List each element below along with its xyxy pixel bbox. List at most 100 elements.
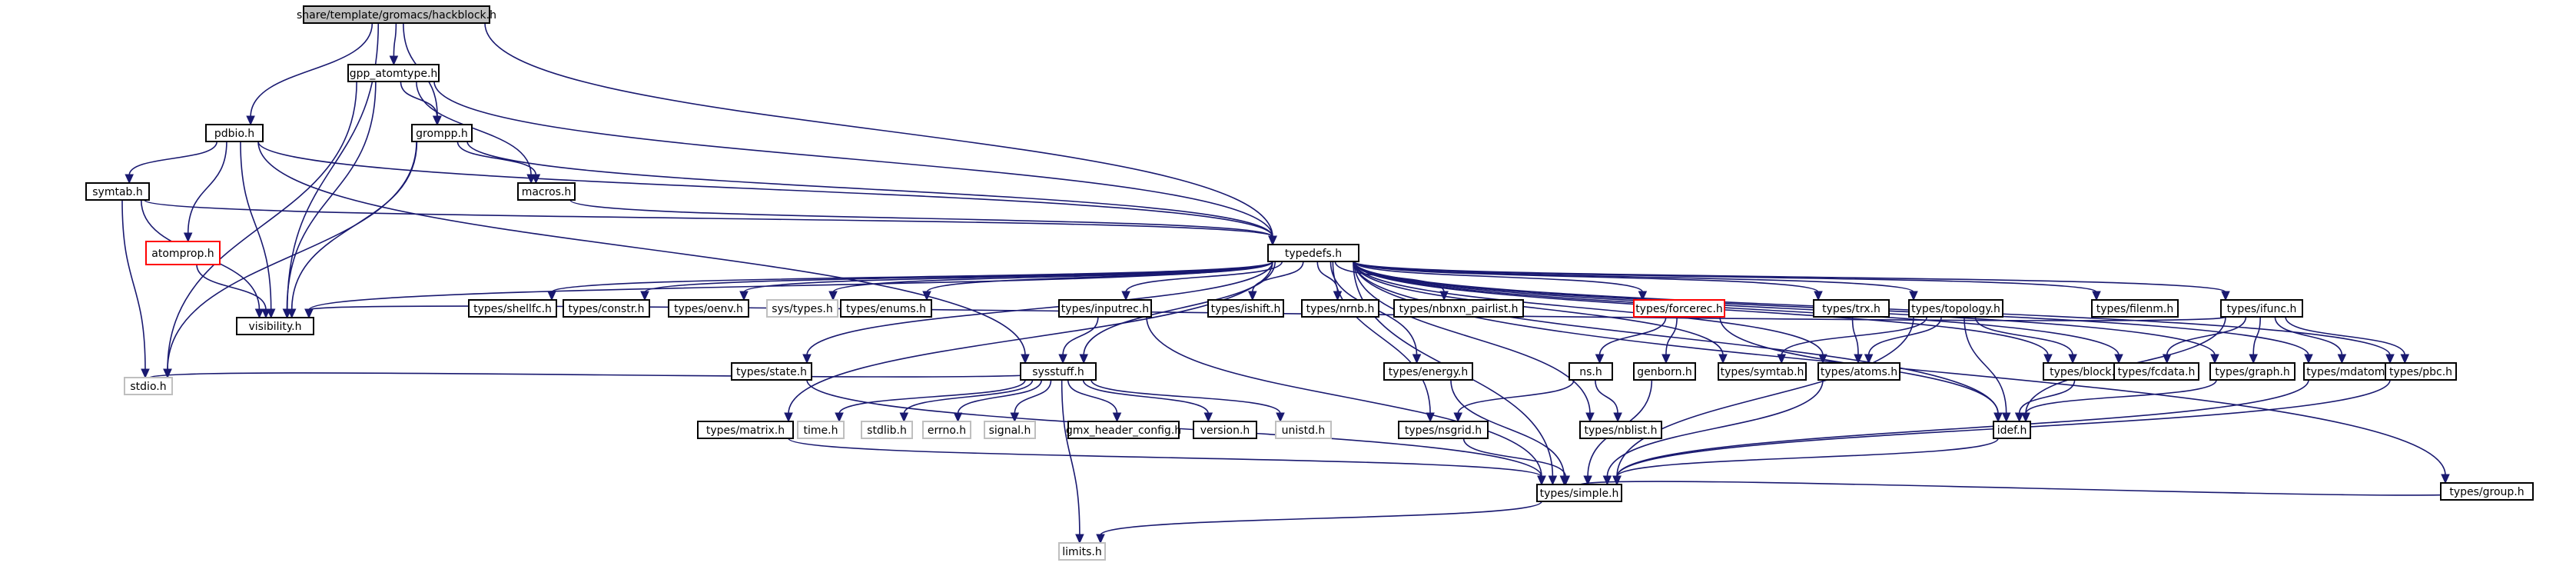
arrowhead (163, 368, 172, 379)
node-label: idef.h (1997, 424, 2027, 437)
node-box (1301, 299, 1379, 318)
edge-line (644, 261, 1273, 293)
edge-ns-to-nblist (1595, 379, 1622, 423)
node-group[interactable]: types/group.h (2440, 482, 2534, 501)
arrowhead (432, 115, 442, 126)
node-label: types/topology.h (1911, 303, 2000, 315)
node-topology[interactable]: types/topology.h (1908, 299, 2003, 318)
node-gmxcfg[interactable]: gmx_header_config.h (1066, 421, 1181, 439)
edge-ifunc-to-pbc (2285, 316, 2410, 365)
edge-sysstuff-to-unistd (1090, 379, 1285, 423)
node-matrix[interactable]: types/matrix.h (697, 421, 794, 439)
node-symtabt[interactable]: types/symtab.h (1718, 362, 1807, 381)
edge-idef-to-simple (1612, 438, 1999, 486)
node-box (347, 64, 440, 82)
node-label: types/nbnxn_pairlist.h (1399, 303, 1518, 315)
edge-line (1781, 316, 1927, 356)
edge-simple-to-limits (1096, 501, 1542, 544)
node-block[interactable]: types/block.h (2043, 362, 2129, 381)
node-label: gpp_atomtype.h (350, 68, 438, 80)
node-label: types/nrnb.h (1306, 303, 1375, 315)
node-oenv[interactable]: types/oenv.h (668, 299, 749, 318)
node-trx[interactable]: types/trx.h (1813, 299, 1890, 318)
node-signal: signal.h (984, 421, 1036, 439)
node-nrnb[interactable]: types/nrnb.h (1301, 299, 1379, 318)
node-label: time.h (804, 424, 838, 437)
arrowhead (1814, 291, 1823, 301)
node-symtab[interactable]: symtab.h (85, 182, 150, 201)
node-nsgrid[interactable]: types/nsgrid.h (1398, 421, 1489, 439)
node-typedefs[interactable]: typedefs.h (1267, 244, 1359, 262)
node-visibility[interactable]: visibility.h (236, 317, 314, 335)
edge-line (569, 199, 1273, 238)
edge-line (144, 199, 1273, 238)
node-nbnxn[interactable]: types/nbnxn_pairlist.h (1393, 299, 1524, 318)
edge-topology-to-symtabt (1777, 316, 1927, 365)
arrowhead (1718, 354, 1728, 365)
node-box (668, 299, 749, 318)
edge-line (743, 261, 1273, 293)
edge-line (832, 261, 1273, 293)
arrowhead (1268, 235, 1277, 246)
node-graph[interactable]: types/graph.h (2209, 362, 2295, 381)
edge-line (1353, 261, 2226, 293)
edge-sysstuff-to-stdio (144, 371, 1059, 388)
arrowhead (1613, 412, 1622, 423)
node-root[interactable]: share/template/gromacs/hackblock.h (297, 5, 496, 24)
node-grompp[interactable]: grompp.h (411, 124, 473, 142)
arrowhead (287, 308, 297, 319)
node-genborn[interactable]: genborn.h (1633, 362, 1696, 381)
edge-topology-to-idef (1964, 316, 2011, 423)
node-label: types/atoms.h (1821, 366, 1897, 378)
node-simple[interactable]: types/simple.h (1536, 484, 1622, 502)
edge-line (788, 438, 1542, 478)
edge-line (1616, 316, 1914, 478)
node-gpp[interactable]: gpp_atomtype.h (347, 64, 440, 82)
node-ns[interactable]: ns.h (1569, 362, 1613, 381)
node-enums[interactable]: types/enums.h (840, 299, 932, 318)
node-constr[interactable]: types/constr.h (563, 299, 650, 318)
node-atomprop[interactable]: atomprop.h (145, 241, 221, 265)
node-state[interactable]: types/state.h (731, 362, 812, 381)
node-atoms[interactable]: types/atoms.h (1817, 362, 1900, 381)
node-fcdata[interactable]: types/fcdata.h (2113, 362, 2199, 381)
node-pdbio[interactable]: pdbio.h (205, 124, 264, 142)
arrowhead (1602, 475, 1612, 486)
arrowhead (1248, 291, 1257, 301)
node-inputrec[interactable]: types/inputrec.h (1058, 299, 1152, 318)
node-sysstuff[interactable]: sysstuff.h (1020, 362, 1097, 381)
node-version[interactable]: version.h (1193, 421, 1257, 439)
node-mdatom[interactable]: types/mdatom.h (2303, 362, 2398, 381)
edge-line (257, 141, 1026, 356)
edge-line (1616, 438, 1999, 478)
node-label: types/symtab.h (1721, 366, 1804, 378)
node-macros[interactable]: macros.h (517, 182, 576, 201)
edge-typedefs-to-matrix (784, 261, 1273, 423)
node-ifunc[interactable]: types/ifunc.h (2220, 299, 2303, 318)
arrowhead (953, 412, 963, 423)
edge-typedefs-to-symtabt (1353, 261, 1728, 365)
node-label: stdlib.h (867, 424, 907, 437)
arrowhead (1638, 291, 1648, 301)
arrowhead (1661, 354, 1671, 365)
arrowhead (124, 174, 134, 185)
node-ishift[interactable]: types/ishift.h (1207, 299, 1284, 318)
edge-line (1332, 261, 1431, 415)
node-forcerec[interactable]: types/forcerec.h (1633, 299, 1725, 318)
arrowhead (1096, 534, 1105, 544)
node-nblist[interactable]: types/nblist.h (1579, 421, 1662, 439)
node-box (1193, 421, 1257, 439)
edge-line (1974, 316, 2073, 356)
node-filenm[interactable]: types/filenm.h (2091, 299, 2179, 318)
node-idef[interactable]: idef.h (1993, 421, 2031, 439)
node-box (2209, 362, 2295, 381)
node-pbc[interactable]: types/pbc.h (2385, 362, 2457, 381)
node-energy[interactable]: types/energy.h (1383, 362, 1473, 381)
node-box (236, 317, 314, 335)
edge-block-to-idef (2014, 379, 2076, 423)
arrowhead (254, 308, 264, 319)
node-shellfc[interactable]: types/shellfc.h (468, 299, 557, 318)
arrowhead (304, 308, 314, 319)
edge-typedefs-to-topology (1353, 261, 1918, 301)
node-box (1908, 299, 2003, 318)
